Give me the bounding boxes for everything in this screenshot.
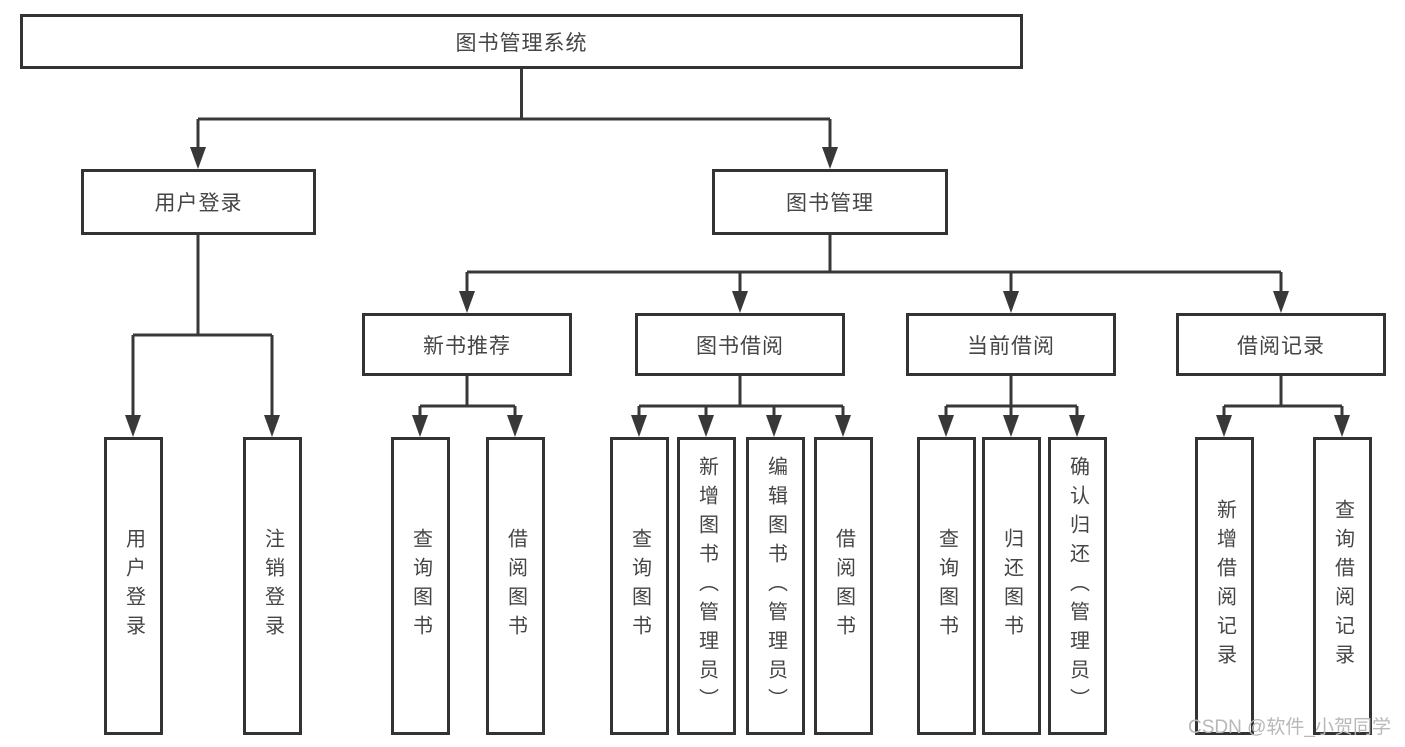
node-current-borrow-label: 当前借阅 <box>967 334 1055 358</box>
leaf-user-login: 用户登录 <box>104 437 163 735</box>
leaf-confirm-return-admin: 确认归还（管理员） <box>1048 437 1107 735</box>
leaf-return-books: 归还图书 <box>982 437 1041 735</box>
leaf-edit-book-admin: 编辑图书（管理员） <box>746 437 805 735</box>
node-user-login-label: 用户登录 <box>154 192 243 215</box>
node-book-management: 图书管理 <box>712 169 948 235</box>
node-borrow-records-label: 借阅记录 <box>1237 334 1325 358</box>
leaf-query-books: 查询图书 <box>391 437 450 735</box>
node-new-book-recommend-label: 新书推荐 <box>423 334 511 358</box>
node-book-borrow: 图书借阅 <box>635 313 845 376</box>
node-root-label: 图书管理系统 <box>455 31 588 55</box>
leaf-add-book-admin: 新增图书（管理员） <box>677 437 736 735</box>
leaf-borrow-books: 借阅图书 <box>486 437 545 735</box>
node-book-borrow-label: 图书借阅 <box>696 334 784 358</box>
leaf-logout: 注销登录 <box>243 437 302 735</box>
node-current-borrow: 当前借阅 <box>906 313 1116 376</box>
leaf-borrow-books: 借阅图书 <box>814 437 873 735</box>
leaf-add-borrow-record: 新增借阅记录 <box>1195 437 1254 735</box>
node-new-book-recommend: 新书推荐 <box>362 313 572 376</box>
leaf-query-books: 查询图书 <box>610 437 669 735</box>
node-book-management-label: 图书管理 <box>786 192 874 215</box>
leaf-query-books: 查询图书 <box>917 437 976 735</box>
node-root: 图书管理系统 <box>20 14 1023 69</box>
node-user-login: 用户登录 <box>81 169 316 235</box>
csdn-watermark: CSDN @软件_小贺同学 <box>1188 717 1391 738</box>
node-borrow-records: 借阅记录 <box>1176 313 1386 376</box>
leaf-query-borrow-record: 查询借阅记录 <box>1313 437 1372 735</box>
